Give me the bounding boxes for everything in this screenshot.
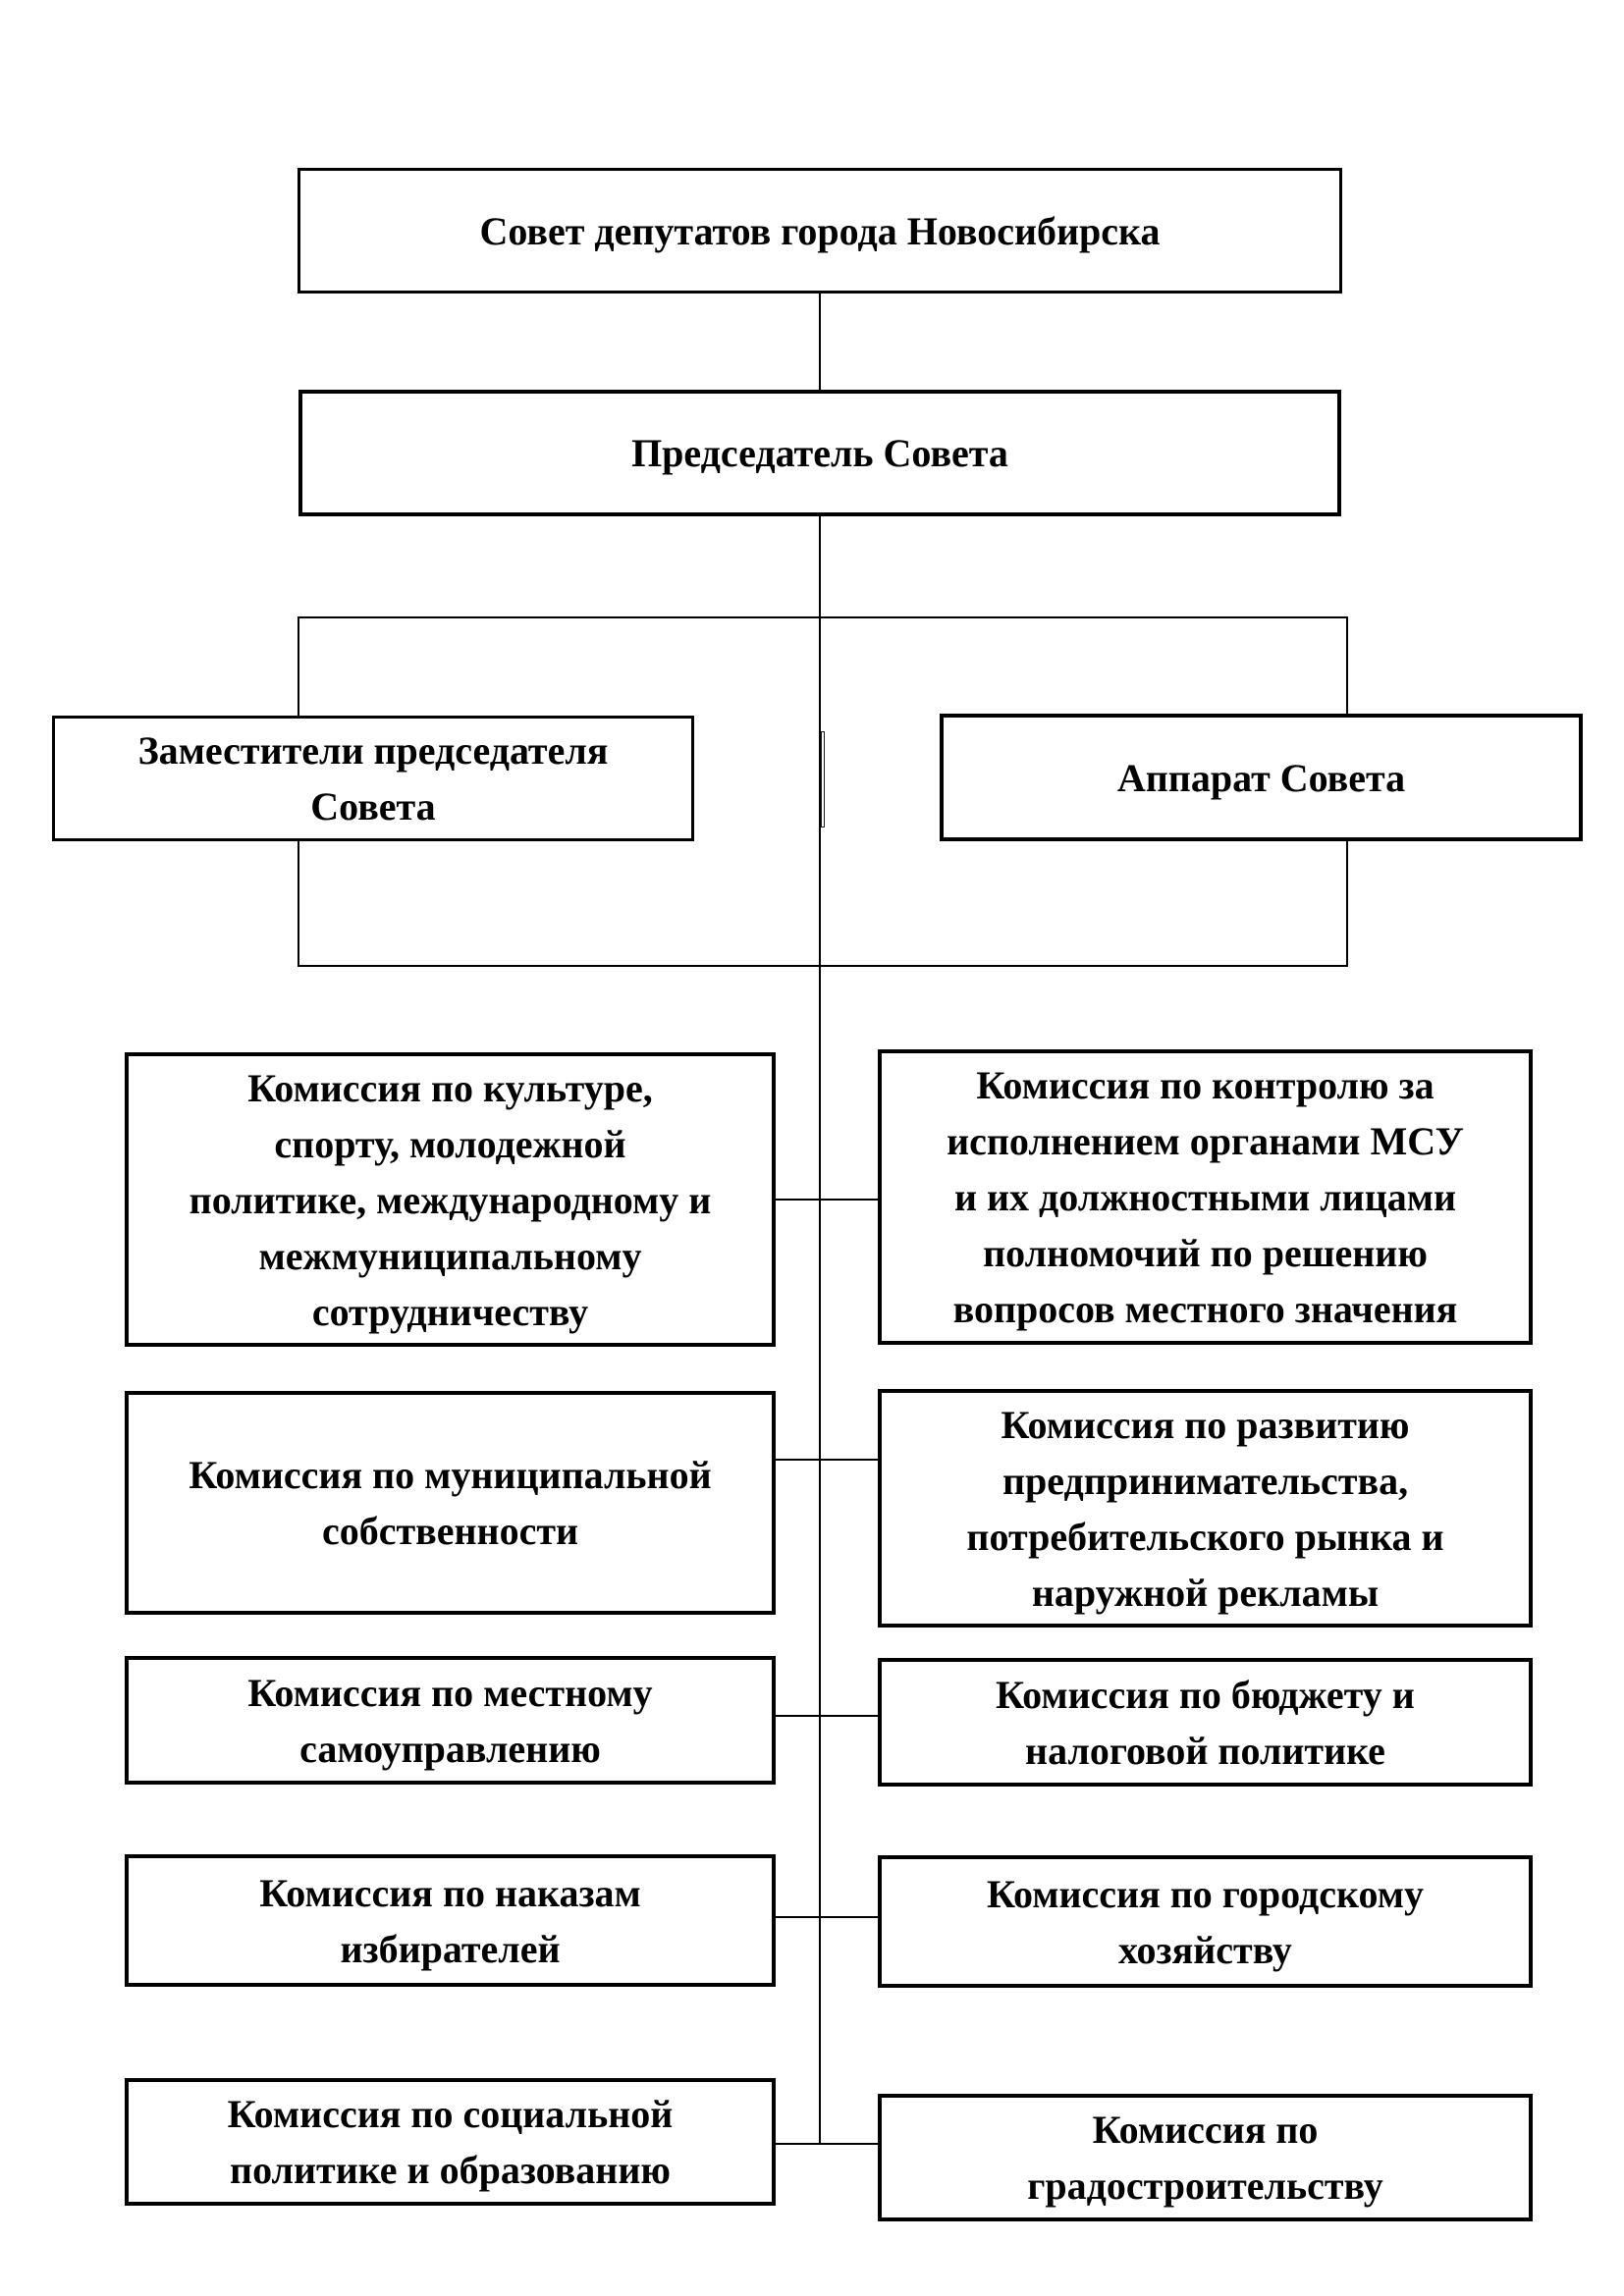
commission-culture-sport-box: Комиссия по культуре, спорту, молодежной…	[125, 1052, 776, 1347]
connector-row-5	[775, 2143, 879, 2145]
connector-row-1	[775, 1199, 879, 1201]
commission-entrepreneurship-box: Комиссия по развитию предпринимательства…	[878, 1389, 1533, 1628]
commission-city-economy-box: Комиссия по городскому хозяйству	[878, 1855, 1533, 1988]
commission-voters-mandates-box: Комиссия по наказам избирателей	[125, 1854, 776, 1987]
apparatus-box: Аппарат Совета	[940, 714, 1583, 841]
chairman-box: Председатель Совета	[298, 390, 1341, 516]
commission-urban-planning-box: Комиссия по градостроительству	[878, 2094, 1533, 2221]
deputy-chairmen-box: Заместители председателя Совета	[52, 716, 694, 841]
connector-row-3	[775, 1715, 879, 1717]
council-of-deputies-box: Совет депутатов города Новосибирска	[298, 168, 1342, 294]
commission-control-msu-box: Комиссия по контролю за исполнением орга…	[878, 1049, 1533, 1345]
spine-narrow-rectangle	[821, 731, 825, 828]
connector-row-4	[775, 1916, 879, 1918]
commission-local-selfgovernment-box: Комиссия по местному самоуправлению	[125, 1656, 776, 1785]
commission-budget-tax-box: Комиссия по бюджету и налоговой политике	[878, 1658, 1533, 1787]
connector-row-2	[775, 1459, 879, 1461]
commission-municipal-property-box: Комиссия по муниципальной собственности	[125, 1391, 776, 1615]
connector-council-chairman	[819, 294, 821, 390]
commission-social-policy-education-box: Комиссия по социальной политике и образо…	[125, 2078, 776, 2206]
connector-central-spine	[819, 516, 821, 2143]
